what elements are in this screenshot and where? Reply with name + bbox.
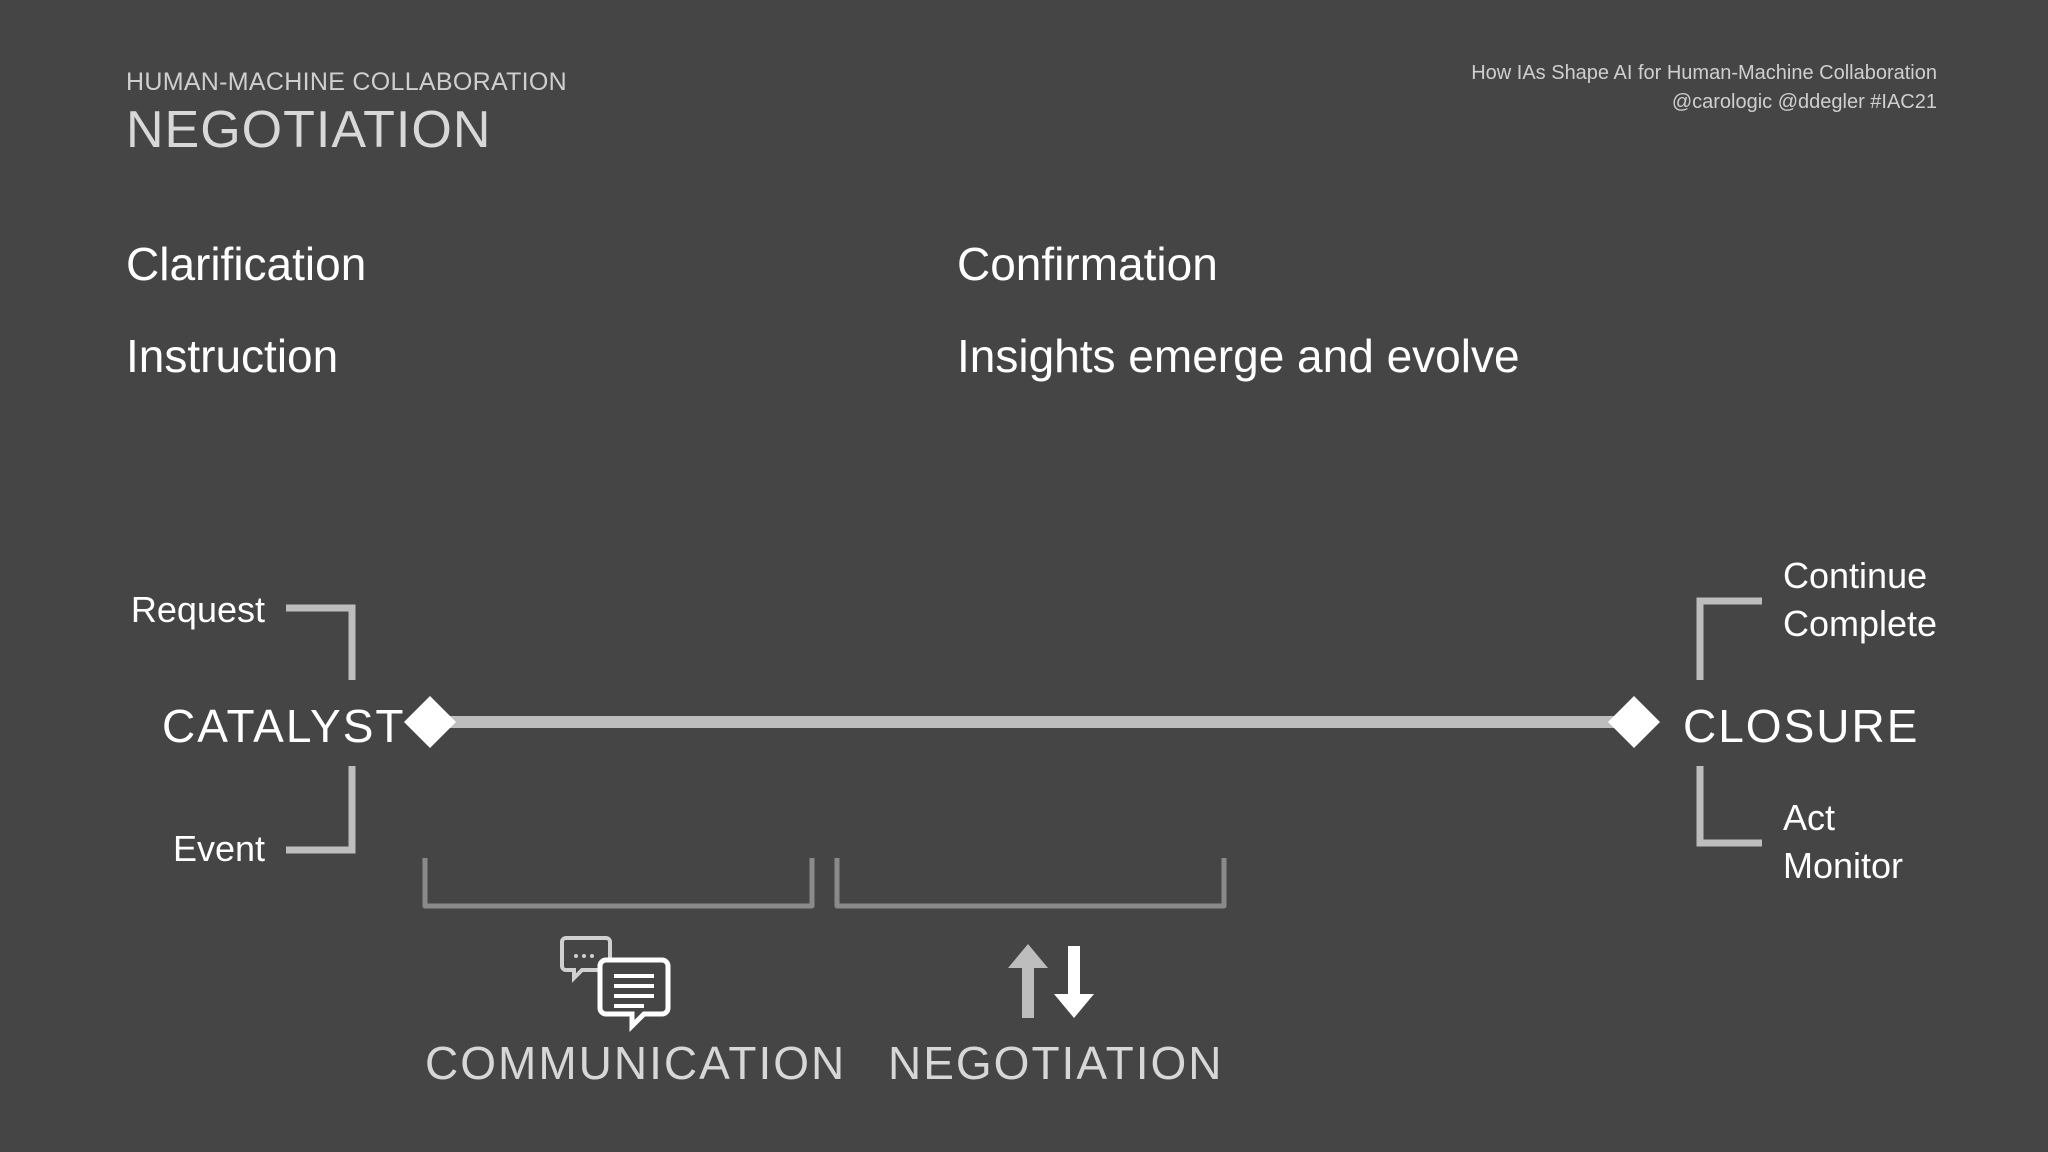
eyebrow-title: HUMAN-MACHINE COLLABORATION: [126, 68, 568, 96]
phase-item-instruction: Instruction: [126, 330, 339, 382]
closure-act-label: Act: [1783, 797, 1836, 838]
closure-complete-label: Complete: [1783, 603, 1938, 644]
author-handles: @carologic @ddegler #IAC21: [1671, 91, 1937, 113]
communication-bracket: [422, 858, 815, 909]
up-down-arrows-icon: [1008, 944, 1094, 1018]
closure-top-bracket: [1696, 597, 1762, 680]
closure-bottom-bracket: [1696, 766, 1762, 847]
catalyst-top-bracket: [286, 604, 356, 680]
stage-negotiation-label: NEGOTIATION: [888, 1037, 1224, 1089]
stage-communication-label: COMMUNICATION: [425, 1037, 847, 1089]
catalyst-label: CATALYST: [162, 700, 406, 752]
presentation-credit: How IAs Shape AI for Human-Machine Colla…: [1471, 62, 1937, 84]
closure-continue-label: Continue: [1783, 555, 1928, 596]
phase-item-clarification: Clarification: [126, 238, 367, 290]
catalyst-bottom-bracket: [286, 766, 356, 854]
negotiation-bracket: [834, 858, 1227, 909]
closure-monitor-label: Monitor: [1783, 845, 1904, 886]
phase-item-confirmation: Confirmation: [957, 238, 1218, 290]
catalyst-event-label: Event: [172, 828, 265, 869]
end-diamond: [1608, 696, 1660, 748]
closure-label: CLOSURE: [1683, 700, 1920, 752]
page-title: NEGOTIATION: [126, 101, 492, 159]
phase-item-insights: Insights emerge and evolve: [957, 330, 1520, 382]
catalyst-request-label: Request: [130, 589, 265, 630]
start-diamond: [404, 696, 456, 748]
chat-bubbles-icon: [560, 936, 671, 1033]
